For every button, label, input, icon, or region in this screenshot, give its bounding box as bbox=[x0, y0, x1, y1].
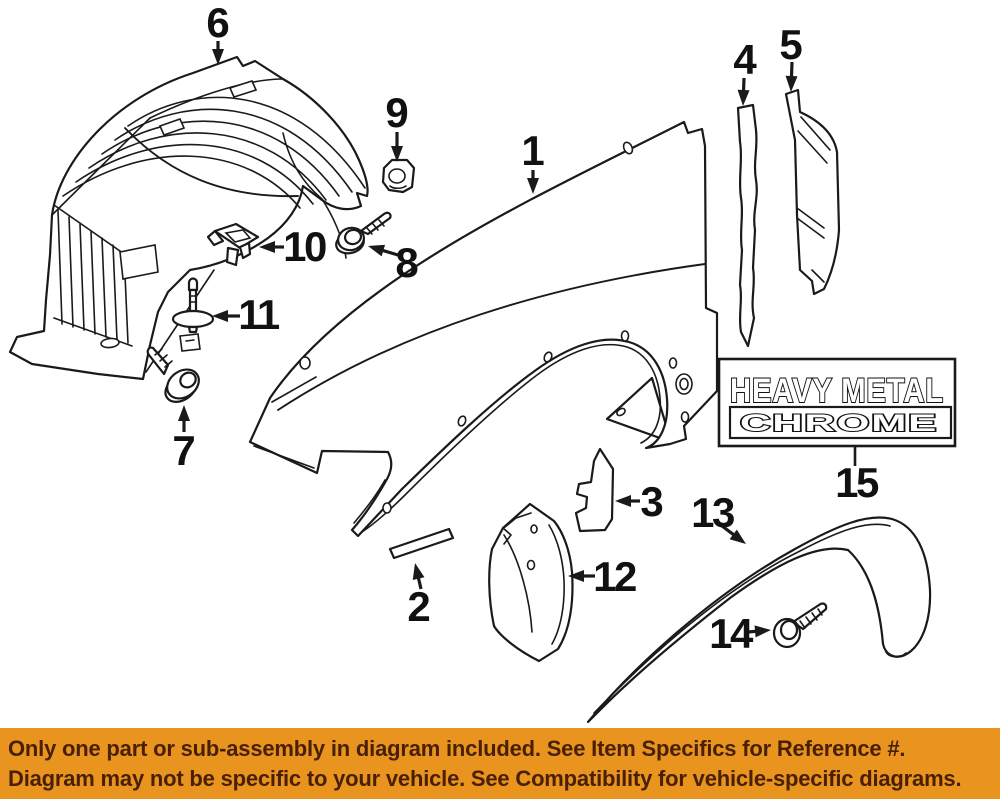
badge-line-2: CHROME bbox=[740, 410, 938, 437]
badge-illustration: HEAVY METAL CHROME bbox=[717, 357, 957, 448]
badge-line-1: HEAVY METAL bbox=[730, 372, 944, 410]
callout-label-9: 9 bbox=[385, 89, 408, 136]
callout-label-3: 3 bbox=[640, 478, 663, 525]
callout-label-7: 7 bbox=[172, 427, 195, 474]
callout-3: 3 bbox=[615, 478, 664, 525]
disclaimer-line-2: Diagram may not be specific to your vehi… bbox=[8, 765, 962, 791]
callout-12-arrowhead-icon bbox=[568, 570, 584, 582]
callout-9-arrowhead-icon bbox=[391, 146, 403, 162]
callout-12: 12 bbox=[568, 553, 638, 600]
bolt-8-illustration bbox=[335, 211, 392, 255]
strip-illustration bbox=[388, 527, 455, 560]
callout-14: 14 bbox=[709, 610, 771, 657]
callout-label-15: 15 bbox=[835, 459, 879, 506]
callout-5: 5 bbox=[779, 21, 803, 92]
callout-8: 8 bbox=[368, 239, 419, 286]
body-gusset-illustration bbox=[605, 376, 673, 444]
callout-label-6: 6 bbox=[206, 0, 229, 46]
callout-1: 1 bbox=[521, 127, 545, 194]
bolt-7-illustration bbox=[146, 346, 200, 403]
disclaimer-banner: Only one part or sub-assembly in diagram… bbox=[0, 728, 1000, 799]
callout-11-arrowhead-icon bbox=[212, 310, 228, 322]
callout-5-arrowhead-icon bbox=[785, 75, 798, 92]
callout-label-1: 1 bbox=[521, 127, 544, 174]
callout-1-arrowhead-icon bbox=[527, 178, 539, 194]
callout-11: 11 bbox=[212, 291, 282, 338]
mud-flap-illustration bbox=[488, 502, 574, 663]
callout-4-arrowhead-icon bbox=[737, 89, 750, 106]
callout-2: 2 bbox=[407, 563, 431, 630]
callout-6-arrowhead-icon bbox=[212, 49, 224, 65]
callout-label-14: 14 bbox=[709, 610, 754, 657]
fender-illustration bbox=[248, 120, 719, 538]
disclaimer-line-1: Only one part or sub-assembly in diagram… bbox=[8, 735, 906, 761]
callout-9: 9 bbox=[385, 89, 409, 162]
callout-4: 4 bbox=[733, 36, 757, 106]
callout-3-arrowhead-icon bbox=[615, 495, 631, 507]
callout-8-arrowhead-icon bbox=[368, 244, 386, 257]
bracket-illustration bbox=[574, 447, 615, 533]
callout-15: 15 bbox=[835, 447, 881, 506]
flange-nut-illustration bbox=[381, 158, 416, 194]
callout-label-8: 8 bbox=[395, 239, 418, 286]
callout-7: 7 bbox=[172, 405, 196, 474]
callout-6: 6 bbox=[206, 0, 230, 65]
fender-liner-illustration bbox=[8, 55, 369, 381]
callout-10: 10 bbox=[259, 223, 328, 270]
clip-illustration bbox=[206, 222, 260, 267]
push-pin-illustration bbox=[171, 277, 215, 334]
callout-label-13: 13 bbox=[691, 489, 734, 536]
callout-2-arrowhead-icon bbox=[412, 563, 425, 580]
callout-13: 13 bbox=[691, 489, 746, 544]
callout-label-12: 12 bbox=[593, 553, 636, 600]
callout-label-4: 4 bbox=[733, 36, 757, 83]
callout-label-2: 2 bbox=[407, 583, 430, 630]
callout-7-arrowhead-icon bbox=[178, 405, 190, 421]
callout-13-arrowhead-icon bbox=[729, 529, 746, 544]
bolt-14-illustration bbox=[772, 602, 828, 649]
callout-label-10: 10 bbox=[283, 223, 326, 270]
seal-strip-illustration bbox=[736, 103, 758, 348]
callout-label-5: 5 bbox=[779, 21, 802, 68]
callout-14-arrowhead-icon bbox=[754, 625, 771, 638]
callout-10-arrowhead-icon bbox=[259, 241, 275, 253]
cowl-cover-illustration bbox=[784, 88, 841, 296]
arch-molding-illustration bbox=[586, 516, 932, 724]
callout-label-11: 11 bbox=[238, 291, 280, 338]
